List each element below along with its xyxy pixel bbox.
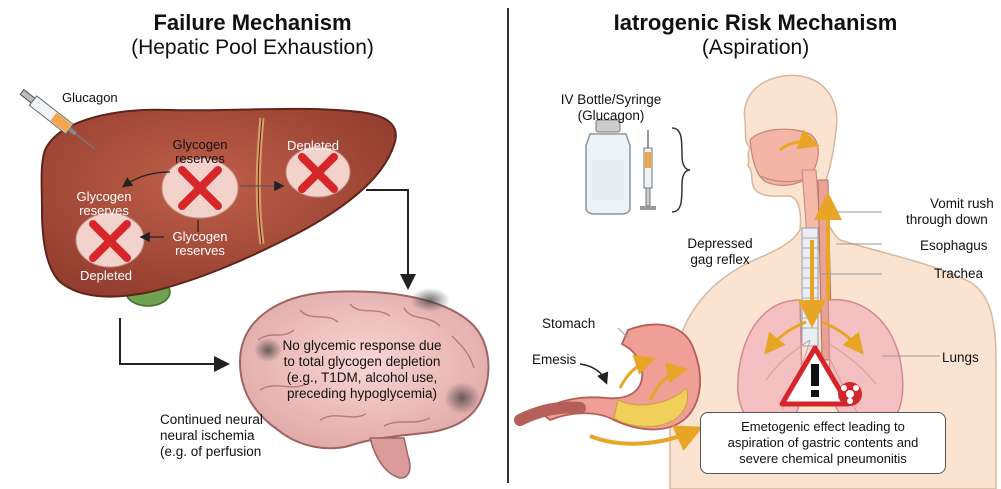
iatrogenic-risk-panel: Iatrogenic Risk Mechanism (Aspiration) — [510, 0, 1001, 489]
depleted-right-label: Depleted — [287, 138, 339, 153]
label-line: Glycogen — [160, 230, 240, 244]
text-line: Continued neural — [160, 412, 263, 428]
text-line: neural ischemia — [160, 428, 263, 444]
biohazard-icon — [838, 382, 862, 406]
glycogen-patch-right — [286, 147, 350, 197]
text-line: No glycemic response due — [262, 338, 462, 354]
glycogen-patch-left — [76, 213, 144, 267]
text-line: to total glycogen depletion — [262, 354, 462, 370]
depleted-left-label: Depleted — [80, 268, 132, 283]
lungs-label: Lungs — [942, 350, 979, 365]
aspiration-callout-box: Emetogenic effect leading to aspiration … — [700, 412, 946, 474]
panel-divider — [507, 8, 509, 483]
depressed-gag-reflex-label: Depressed gag reflex — [680, 236, 760, 268]
syringe-icon — [640, 130, 656, 210]
stomach-label: Stomach — [542, 316, 595, 331]
label-line: reserves — [66, 204, 142, 218]
text-line: (e.g. of perfusion — [160, 444, 263, 460]
callout-line: Emetogenic effect leading to — [701, 419, 945, 435]
label-line: IV Bottle/Syringe — [546, 92, 676, 108]
neural-ischemia-text: Continued neural neural ischemia (e.g. o… — [160, 412, 263, 460]
no-glycemic-response-text: No glycemic response due to total glycog… — [262, 338, 462, 402]
glycogen-reserves-bottom-label: Glycogen reserves — [160, 230, 240, 258]
label-line: reserves — [162, 152, 238, 166]
failure-mechanism-panel: Failure Mechanism (Hepatic Pool Exhausti… — [0, 0, 505, 489]
glycogen-reserves-left-label: Glycogen reserves — [66, 190, 142, 218]
glucagon-label: Glucagon — [62, 90, 118, 105]
iv-bottle-label: IV Bottle/Syringe (Glucagon) — [546, 92, 676, 124]
label-line: through down — [906, 212, 994, 228]
esophagus-label: Esophagus — [920, 238, 988, 253]
text-line: preceding hypoglycemia) — [262, 386, 462, 402]
label-line: (Glucagon) — [546, 108, 676, 124]
text-line: (e.g., T1DM, alcohol use, — [262, 370, 462, 386]
iv-bottle-icon — [586, 120, 630, 214]
glycogen-patch-top — [162, 158, 238, 218]
label-line: Glycogen — [66, 190, 142, 204]
glycogen-reserves-top-label: Glycogen reserves — [162, 138, 238, 166]
label-line: Depressed — [680, 236, 760, 252]
vomit-rush-label: Vomit rush through down — [906, 196, 994, 228]
emesis-label: Emesis — [532, 352, 576, 367]
callout-line: aspiration of gastric contents and — [701, 435, 945, 451]
callout-line: severe chemical pneumonitis — [701, 451, 945, 467]
label-line: gag reflex — [680, 252, 760, 268]
label-line: reserves — [160, 244, 240, 258]
label-line: Glycogen — [162, 138, 238, 152]
trachea-label: Trachea — [934, 266, 983, 281]
label-line: Vomit rush — [906, 196, 994, 212]
